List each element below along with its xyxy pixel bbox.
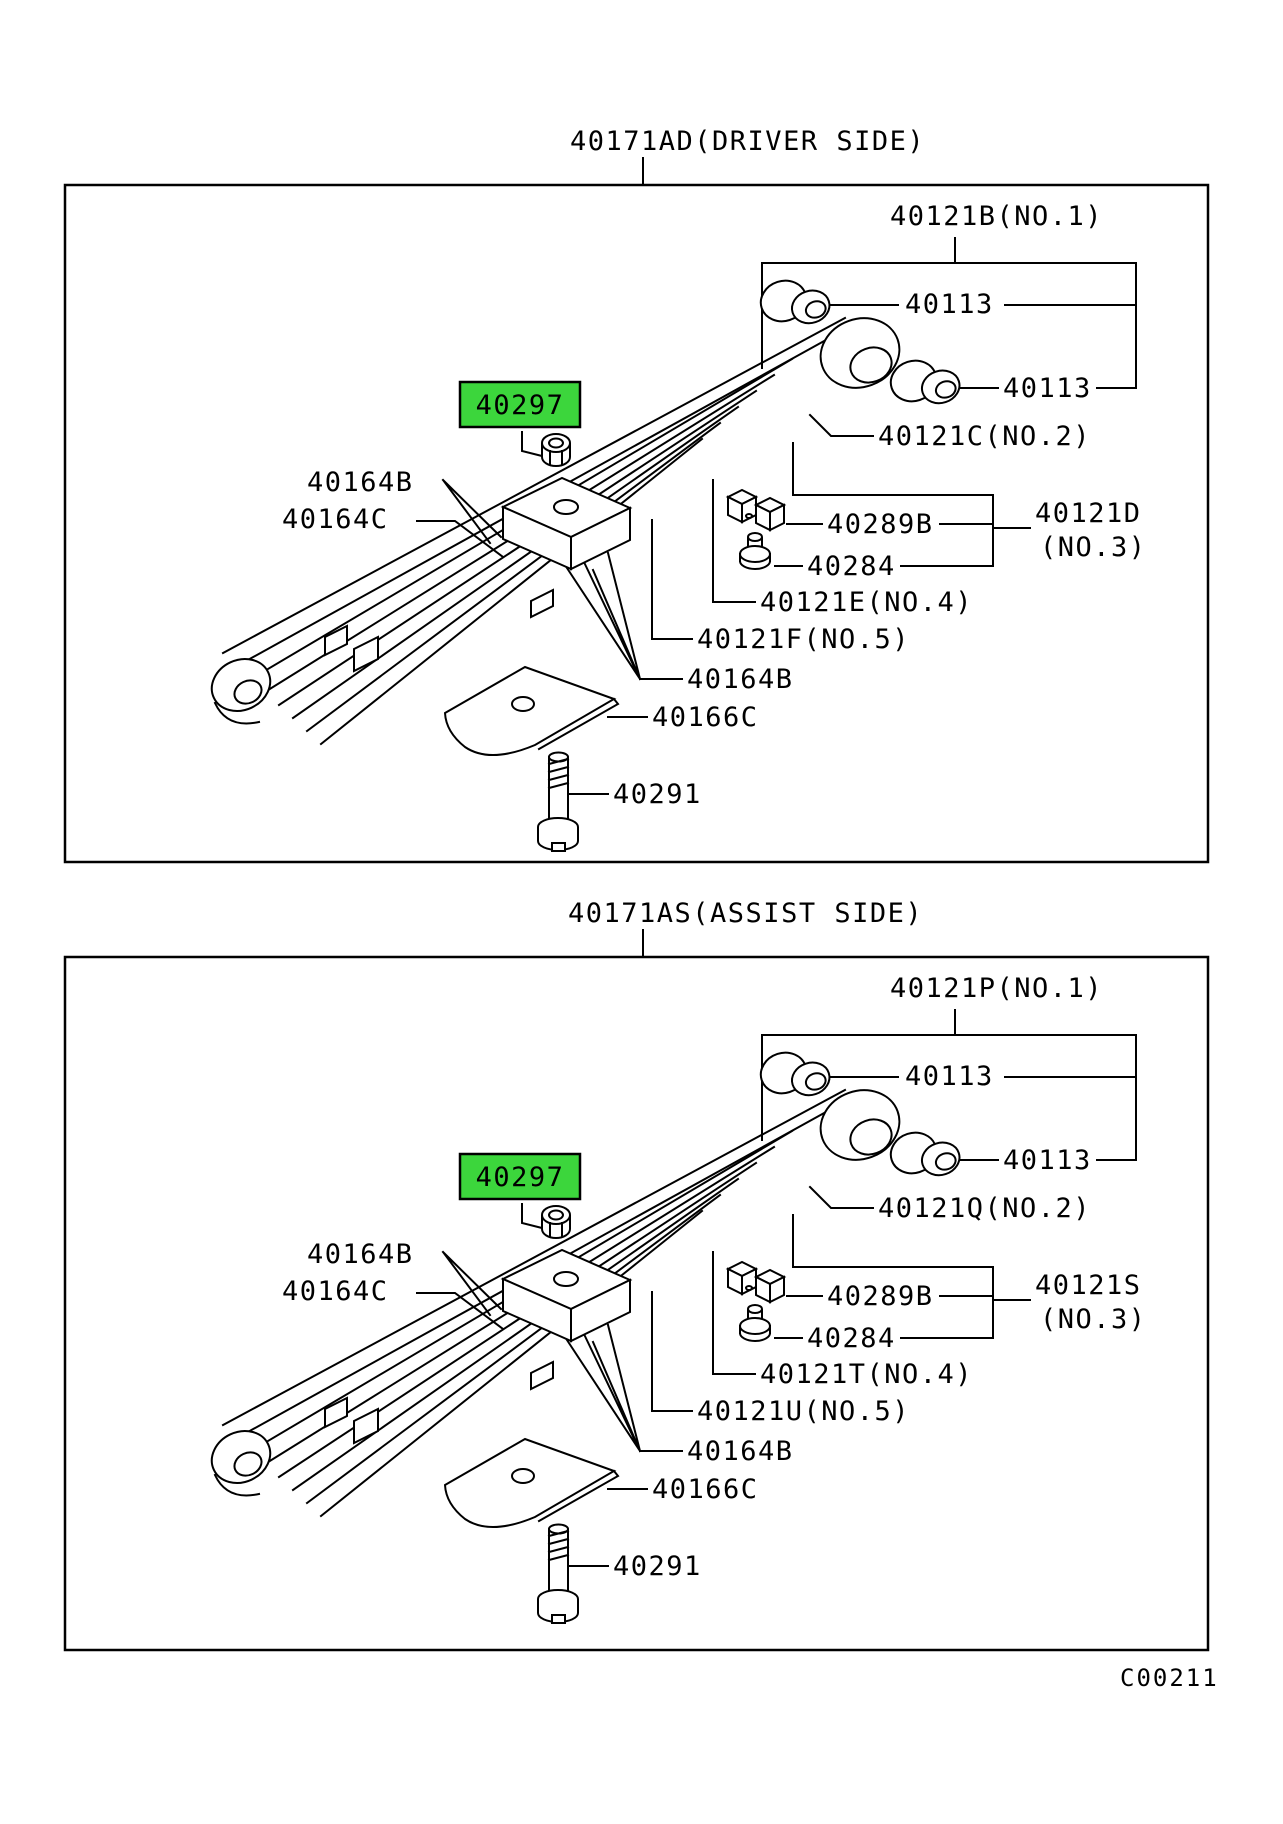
part-label-clip-c: 40164B xyxy=(687,664,794,695)
part-label-leaf-no4: 40121E(NO.4) xyxy=(760,587,973,618)
part-label-leaf-no3-no: (NO.3) xyxy=(1040,532,1147,563)
part-label-bushing-b: 40113 xyxy=(1003,1145,1092,1176)
part-label-group-no1: 40121P(NO.1) xyxy=(890,973,1103,1004)
part-label-leaf-no5: 40121F(NO.5) xyxy=(697,624,910,655)
panel-title: 40171AD(DRIVER SIDE) xyxy=(570,126,925,157)
part-label-leaf-no4: 40121T(NO.4) xyxy=(760,1359,973,1390)
highlighted-part-label: 40297 xyxy=(458,1152,582,1201)
highlighted-part-label: 40297 xyxy=(458,380,582,429)
part-label-seat-bracket: 40289B xyxy=(827,509,934,540)
part-label-leaf-no2: 40121C(NO.2) xyxy=(878,421,1091,452)
part-label-clip-c: 40164B xyxy=(687,1436,794,1467)
part-label-clip-b: 40164C xyxy=(282,504,389,535)
part-label-spring-plate: 40166C xyxy=(652,1474,759,1505)
part-label-clip-b: 40164C xyxy=(282,1276,389,1307)
part-label-center-nut: 40297 xyxy=(476,1162,565,1193)
part-label-leaf-no3: 40121D xyxy=(1035,498,1142,529)
panel-assist-side: 40171AS(ASSIST SIDE) 40121P(NO.1) 40113 … xyxy=(63,898,1210,1652)
part-label-seat-bracket: 40289B xyxy=(827,1281,934,1312)
part-label-center-bolt: 40291 xyxy=(613,1551,702,1582)
part-label-bushing-a: 40113 xyxy=(905,289,994,320)
part-label-group-no1: 40121B(NO.1) xyxy=(890,201,1103,232)
highlight-box xyxy=(458,380,582,429)
highlight-box xyxy=(458,1152,582,1201)
part-label-leaf-no3-no: (NO.3) xyxy=(1040,1304,1147,1335)
part-label-pin: 40284 xyxy=(807,551,896,582)
part-label-clip-a: 40164B xyxy=(307,467,414,498)
part-label-pin: 40284 xyxy=(807,1323,896,1354)
part-label-clip-a: 40164B xyxy=(307,1239,414,1270)
part-label-leaf-no5: 40121U(NO.5) xyxy=(697,1396,910,1427)
part-label-center-bolt: 40291 xyxy=(613,779,702,810)
part-label-bushing-b: 40113 xyxy=(1003,373,1092,404)
part-label-leaf-no2: 40121Q(NO.2) xyxy=(878,1193,1091,1224)
part-label-leaf-no3: 40121S xyxy=(1035,1270,1142,1301)
panel-border xyxy=(63,183,1210,864)
panel-driver-side: 40171AD(DRIVER SIDE) 40121B(NO.1) 40113 … xyxy=(63,126,1210,864)
part-label-spring-plate: 40166C xyxy=(652,702,759,733)
part-label-center-nut: 40297 xyxy=(476,390,565,421)
panel-border xyxy=(63,955,1210,1652)
part-label-bushing-a: 40113 xyxy=(905,1061,994,1092)
diagram-code: C00211 xyxy=(1120,1664,1219,1692)
panel-title: 40171AS(ASSIST SIDE) xyxy=(568,898,923,929)
leaf-spring-illustration xyxy=(202,1009,1138,1624)
leaf-spring-illustration xyxy=(202,237,1138,852)
